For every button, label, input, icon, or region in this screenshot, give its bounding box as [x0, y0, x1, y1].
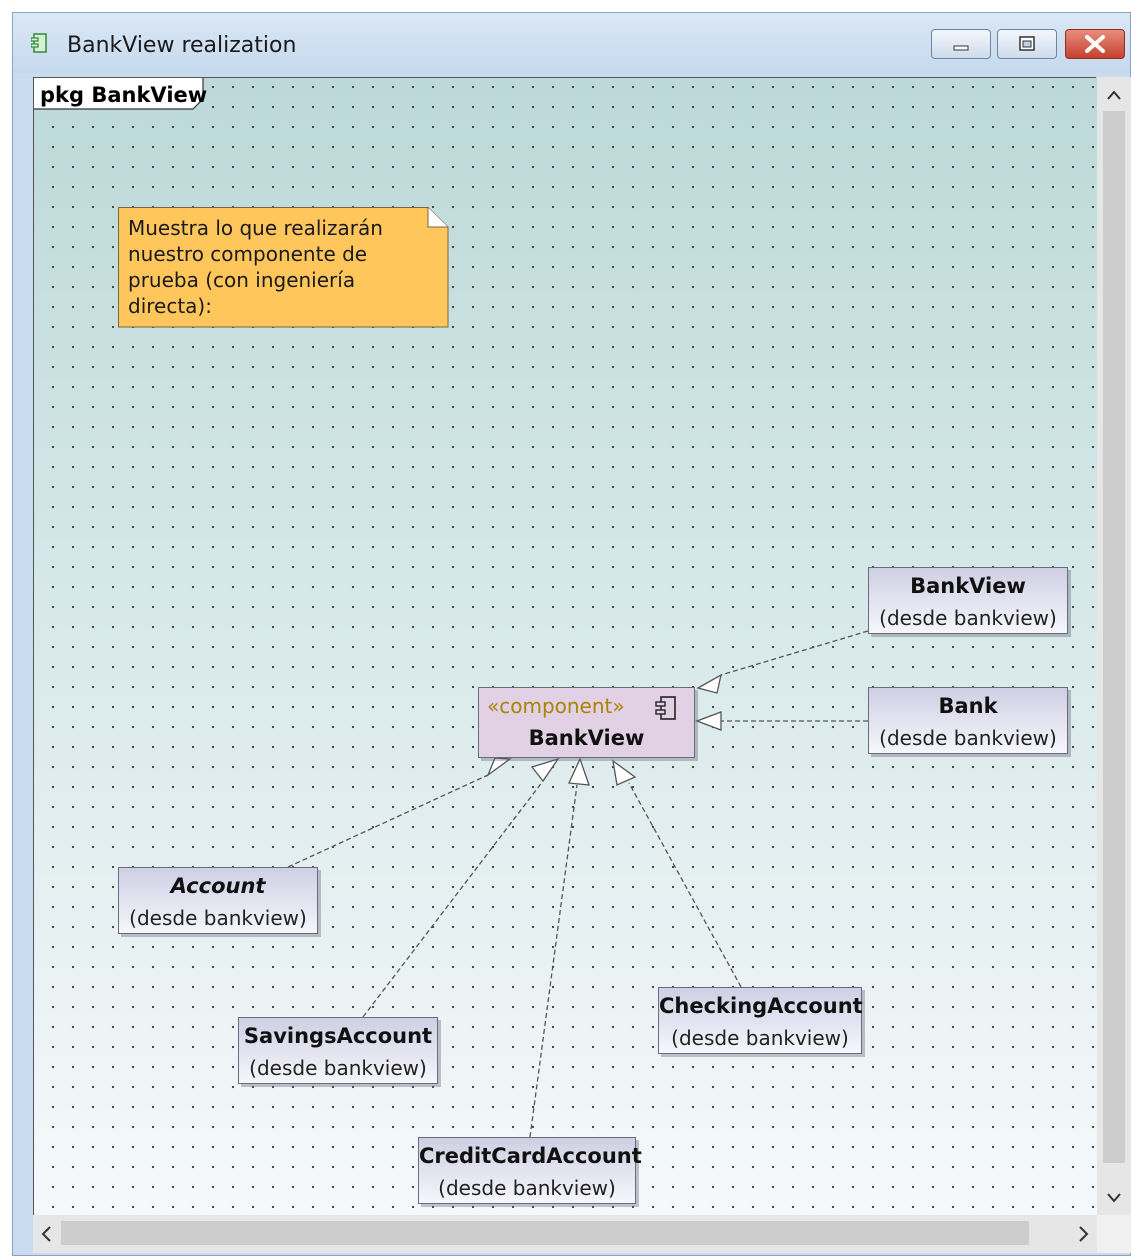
- class-name: BankView: [910, 574, 1026, 598]
- class-name: CheckingAccount: [659, 994, 863, 1018]
- arrowhead-creditcardaccount: [568, 757, 590, 786]
- class-checkingaccount[interactable]: CheckingAccount (desde bankview): [658, 987, 863, 1054]
- arrowhead-checkingaccount: [612, 759, 637, 786]
- vertical-scrollbar[interactable]: [1097, 77, 1131, 1215]
- window-title: BankView realization: [67, 33, 297, 58]
- link-account: [287, 774, 489, 868]
- class-name: Account: [170, 874, 266, 898]
- horizontal-scroll-thumb[interactable]: [61, 1221, 1029, 1245]
- class-origin: (desde bankview): [249, 1056, 427, 1080]
- class-bank[interactable]: Bank (desde bankview): [868, 687, 1068, 754]
- horizontal-scrollbar[interactable]: [33, 1215, 1097, 1253]
- class-account[interactable]: Account (desde bankview): [118, 867, 318, 934]
- scroll-down-icon[interactable]: [1097, 1183, 1131, 1213]
- link-bankview-class: [720, 630, 869, 676]
- class-bankview[interactable]: BankView (desde bankview): [868, 567, 1068, 634]
- vertical-scroll-thumb[interactable]: [1103, 111, 1125, 1163]
- class-name: SavingsAccount: [243, 1024, 433, 1048]
- class-origin: (desde bankview): [879, 726, 1057, 750]
- class-origin: (desde bankview): [671, 1026, 849, 1050]
- diagram-note[interactable]: Muestra lo que realizarán nuestro compon…: [118, 207, 449, 328]
- arrowhead-savingsaccount: [530, 757, 560, 783]
- title-bar[interactable]: BankView realization: [13, 13, 1130, 73]
- minimize-button[interactable]: [931, 29, 991, 59]
- component-app-icon: [31, 33, 47, 53]
- note-text: Muestra lo que realizarán nuestro compon…: [128, 216, 383, 318]
- component-name: BankView: [528, 726, 645, 750]
- close-icon: [1085, 35, 1105, 53]
- package-label: pkg BankView: [40, 83, 208, 107]
- close-button[interactable]: [1065, 29, 1125, 59]
- class-origin: (desde bankview): [438, 1176, 616, 1200]
- arrowhead-bankview-class: [696, 673, 722, 694]
- realization-links: [287, 630, 869, 1138]
- minimize-icon: [953, 45, 969, 51]
- diagram-canvas[interactable]: pkg BankView Muestra lo que realizarán n…: [33, 77, 1097, 1215]
- link-savingsaccount: [362, 780, 544, 1018]
- arrowhead-account: [486, 757, 512, 777]
- scrollbar-corner: [1097, 1215, 1131, 1253]
- class-name: Bank: [938, 694, 998, 718]
- link-creditcardaccount: [529, 784, 578, 1138]
- scroll-left-icon[interactable]: [33, 1215, 61, 1253]
- diagram-window: BankView realization pkg BankView Muestr…: [12, 12, 1131, 1256]
- class-name: CreditCardAccount: [419, 1144, 642, 1168]
- arrowhead-bank-class: [695, 711, 722, 731]
- component-icon: [655, 696, 676, 720]
- restore-icon: [1019, 36, 1035, 51]
- component-bankview[interactable]: «component» BankView: [478, 687, 695, 758]
- link-checkingaccount: [628, 782, 742, 988]
- scroll-right-icon[interactable]: [1069, 1215, 1097, 1253]
- class-creditcardaccount[interactable]: CreditCardAccount (desde bankview): [418, 1137, 642, 1204]
- class-savingsaccount[interactable]: SavingsAccount (desde bankview): [238, 1017, 438, 1084]
- restore-button[interactable]: [997, 29, 1057, 59]
- class-origin: (desde bankview): [129, 906, 307, 930]
- scroll-up-icon[interactable]: [1097, 81, 1131, 111]
- component-stereotype: «component»: [487, 694, 625, 718]
- note-shape: [118, 207, 449, 328]
- class-origin: (desde bankview): [879, 606, 1057, 630]
